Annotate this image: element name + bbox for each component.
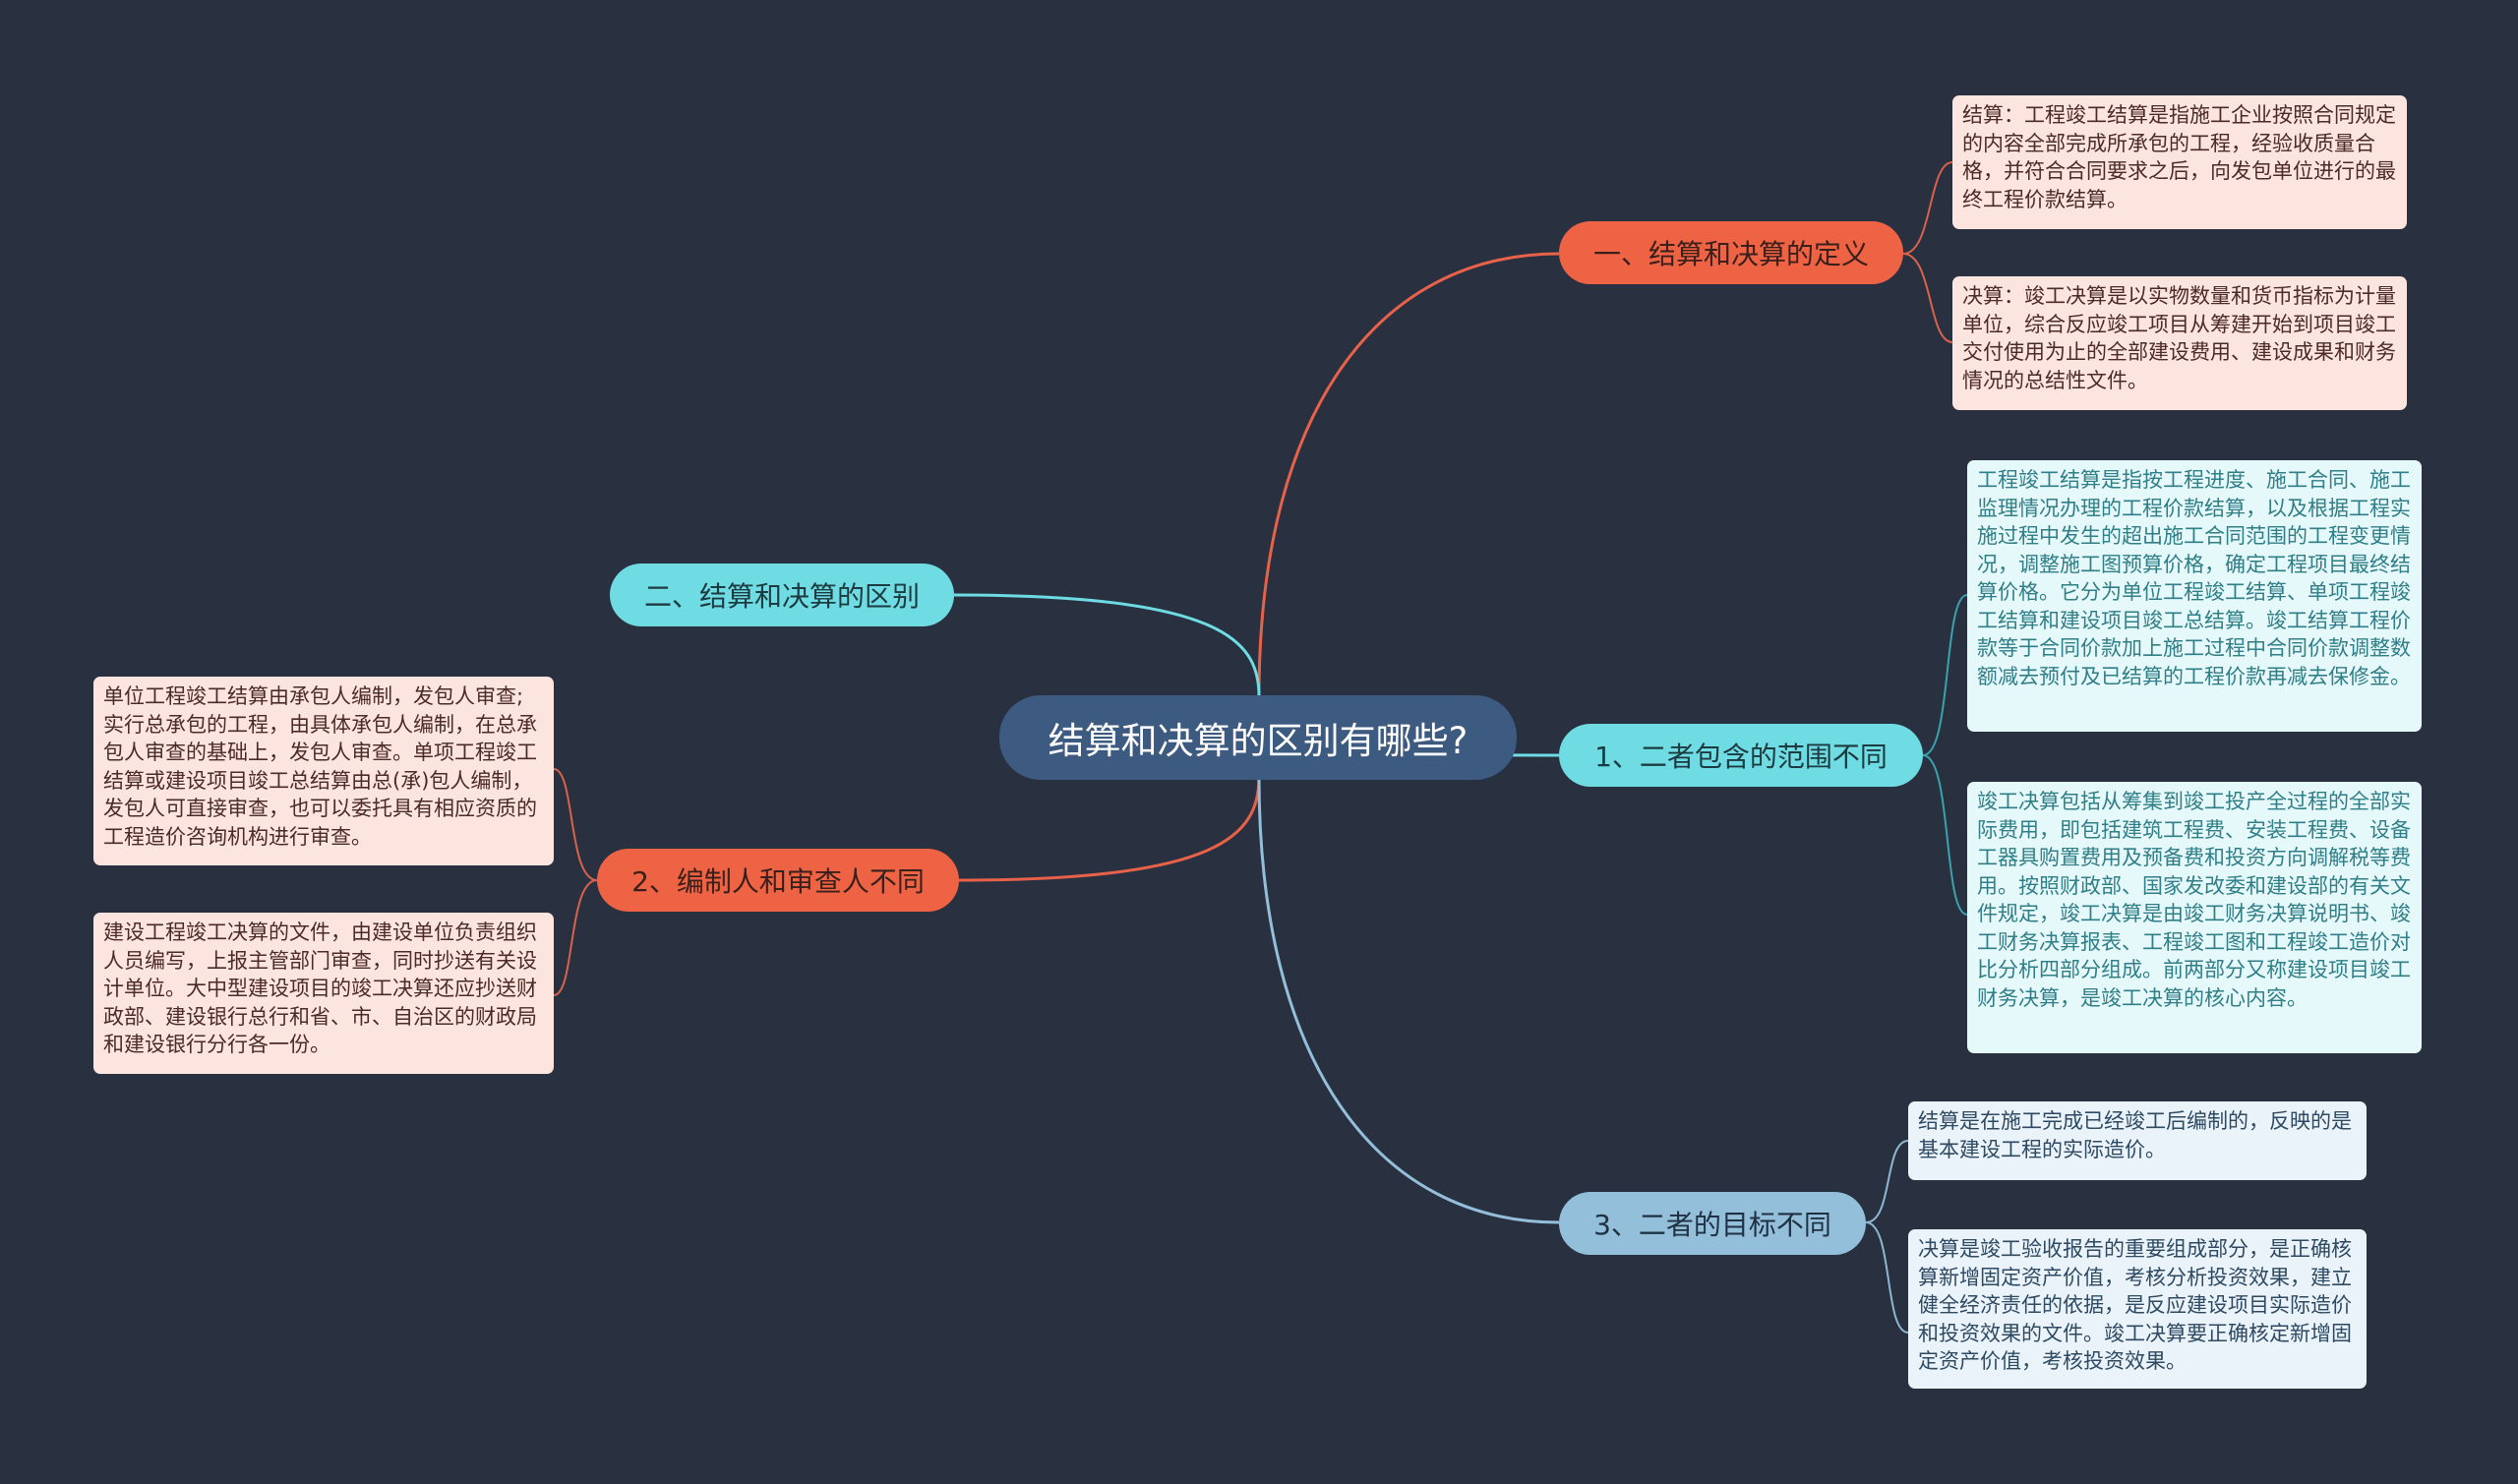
leaf-goal-final-accounts[interactable]: 决算是竣工验收报告的重要组成部分，是正确核算新增固定资产价值，考核分析投资效果，… — [1908, 1229, 2367, 1389]
leaf-scope-settlement-text: 工程竣工结算是指按工程进度、施工合同、施工监理情况办理的工程价款结算，以及根据工… — [1977, 468, 2411, 688]
leaf-preparer-settlement[interactable]: 单位工程竣工结算由承包人编制，发包人审查;实行总承包的工程，由具体承包人编制，在… — [93, 677, 554, 865]
leaf-preparer-final-accounts[interactable]: 建设工程竣工决算的文件，由建设单位负责组织人员编写，上报主管部门审查，同时抄送有… — [93, 913, 554, 1074]
leaf-goal-final-accounts-text: 决算是竣工验收报告的重要组成部分，是正确核算新增固定资产价值，考核分析投资效果，… — [1918, 1237, 2352, 1373]
branch-definition[interactable]: 一、结算和决算的定义 — [1559, 221, 1903, 284]
branch-scope[interactable]: 1、二者包含的范围不同 — [1559, 724, 1923, 787]
connector-scope-leaf-1 — [1922, 594, 1968, 756]
leaf-scope-settlement[interactable]: 工程竣工结算是指按工程进度、施工合同、施工监理情况办理的工程价款结算，以及根据工… — [1967, 460, 2422, 732]
connector-definition-leaf-2 — [1902, 253, 1953, 343]
leaf-definition-final-accounts-text: 决算：竣工决算是以实物数量和货币指标为计量单位，综合反应竣工项目从筹建开始到项目… — [1962, 284, 2396, 392]
leaf-scope-final-accounts-text: 竣工决算包括从筹集到竣工投产全过程的全部实际费用，即包括建筑工程费、安装工程费、… — [1977, 790, 2411, 1010]
root-topic[interactable]: 结算和决算的区别有哪些? — [999, 695, 1517, 780]
connector-goal-leaf-1 — [1865, 1140, 1909, 1223]
branch-difference[interactable]: 二、结算和决算的区别 — [610, 564, 954, 626]
leaf-preparer-final-accounts-text: 建设工程竣工决算的文件，由建设单位负责组织人员编写，上报主管部门审查，同时抄送有… — [103, 920, 537, 1056]
leaf-goal-settlement[interactable]: 结算是在施工完成已经竣工后编制的，反映的是基本建设工程的实际造价。 — [1908, 1101, 2367, 1180]
leaf-scope-final-accounts[interactable]: 竣工决算包括从筹集到竣工投产全过程的全部实际费用，即包括建筑工程费、安装工程费、… — [1967, 782, 2422, 1053]
branch-scope-label: 1、二者包含的范围不同 — [1594, 741, 1888, 773]
connector-root-difference — [953, 593, 1261, 697]
branch-definition-label: 一、结算和决算的定义 — [1592, 238, 1869, 270]
connector-preparer-leaf-1 — [553, 768, 598, 881]
root-topic-label: 结算和决算的区别有哪些? — [1048, 720, 1469, 762]
connector-root-definition — [1257, 252, 1560, 697]
connector-root-preparer — [958, 776, 1261, 882]
connector-goal-leaf-2 — [1865, 1221, 1909, 1334]
leaf-definition-settlement-text: 结算：工程竣工结算是指施工企业按照合同规定的内容全部完成所承包的工程，经验收质量… — [1962, 103, 2396, 211]
branch-goal[interactable]: 3、二者的目标不同 — [1559, 1192, 1866, 1255]
leaf-preparer-settlement-text: 单位工程竣工结算由承包人编制，发包人审查;实行总承包的工程，由具体承包人编制，在… — [103, 684, 537, 849]
leaf-definition-settlement[interactable]: 结算：工程竣工结算是指施工企业按照合同规定的内容全部完成所承包的工程，经验收质量… — [1952, 95, 2407, 229]
branch-difference-label: 二、结算和决算的区别 — [643, 580, 920, 613]
branch-preparer-label: 2、编制人和审查人不同 — [631, 865, 925, 898]
leaf-definition-final-accounts[interactable]: 决算：竣工决算是以实物数量和货币指标为计量单位，综合反应竣工项目从筹建开始到项目… — [1952, 276, 2407, 410]
branch-preparer[interactable]: 2、编制人和审查人不同 — [597, 849, 959, 912]
leaf-goal-settlement-text: 结算是在施工完成已经竣工后编制的，反映的是基本建设工程的实际造价。 — [1918, 1109, 2352, 1161]
connector-scope-leaf-2 — [1922, 754, 1968, 916]
connector-root-goal — [1257, 776, 1560, 1224]
branch-goal-label: 3、二者的目标不同 — [1593, 1209, 1831, 1241]
connector-preparer-leaf-2 — [553, 879, 598, 996]
connector-definition-leaf-1 — [1902, 161, 1953, 255]
